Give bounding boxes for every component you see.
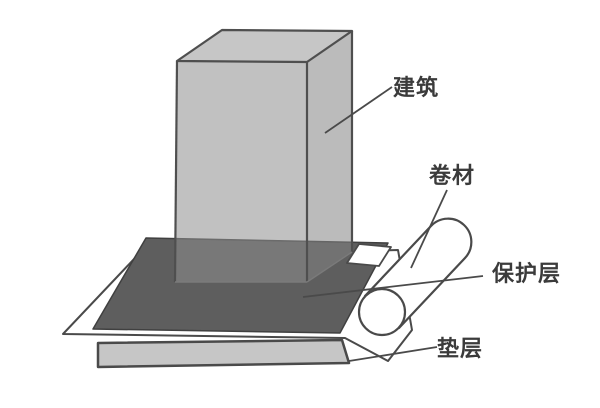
building-front-face xyxy=(175,61,307,282)
callout-labels: 建筑 卷材 保护层 垫层 xyxy=(393,75,561,361)
cushion-layer-leader-line xyxy=(348,346,438,362)
membrane-roll-end-circle xyxy=(357,287,407,337)
membrane-roll xyxy=(357,217,473,337)
building-base-edges xyxy=(175,251,353,283)
membrane-label: 卷材 xyxy=(428,163,475,188)
leader-lines xyxy=(302,86,484,362)
protective-layer-label: 保护层 xyxy=(491,261,561,286)
building-leader-line xyxy=(324,86,393,134)
building-top-face xyxy=(177,30,352,62)
building-label: 建筑 xyxy=(393,75,439,100)
cushion-layer-slab xyxy=(96,338,351,369)
building-box xyxy=(173,28,354,283)
membrane-fold-flap xyxy=(346,243,392,267)
building-right-face xyxy=(307,31,352,282)
membrane-leader-line xyxy=(410,189,448,269)
protective-layer-leader-line xyxy=(302,275,484,298)
cushion-layer-label: 垫层 xyxy=(437,336,483,361)
building-outline-edges xyxy=(173,28,354,283)
